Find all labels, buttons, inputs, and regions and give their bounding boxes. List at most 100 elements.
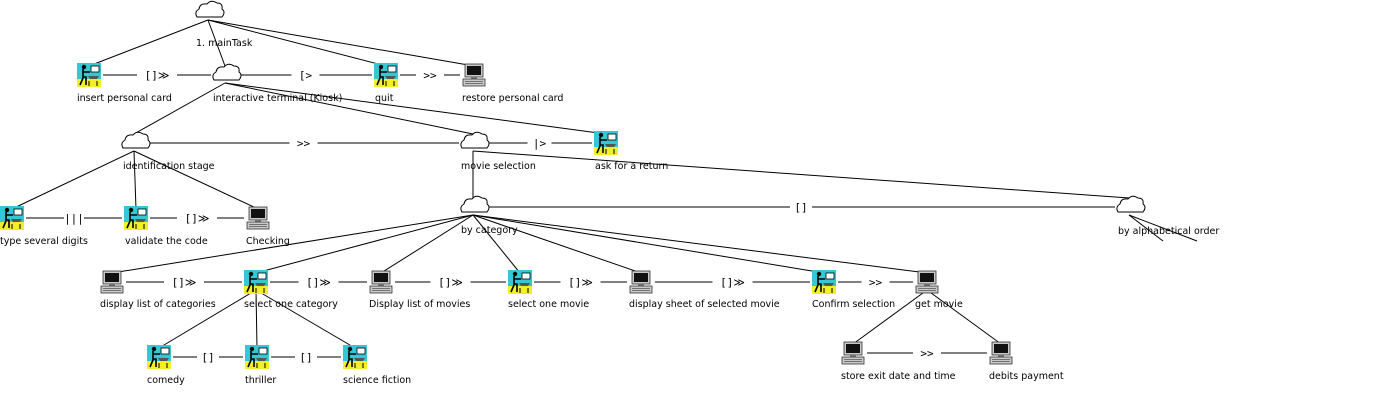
task-label: by alphabetical order <box>1118 226 1219 237</box>
hierarchy-line <box>472 214 825 274</box>
task-label: display sheet of selected movie <box>629 299 780 310</box>
task-ask-return: ask for a return <box>594 131 668 172</box>
cloud-icon <box>1116 195 1146 213</box>
task-checking: Checking <box>246 206 290 247</box>
user-interaction-icon <box>508 270 532 294</box>
task-nodes: 1. mainTask insert personal card interacti… <box>0 0 1219 386</box>
task-label: Confirm selection <box>812 299 895 310</box>
cloud-icon <box>460 131 490 149</box>
task-label: get movie <box>915 299 963 310</box>
task-type-digits: type several digits <box>0 206 88 247</box>
task-label: identification stage <box>123 161 215 172</box>
task-label: quit <box>375 93 394 104</box>
computer-application-icon <box>369 270 393 294</box>
task-label: by category <box>461 225 518 236</box>
hierarchy-line <box>255 214 474 274</box>
computer-application-icon <box>100 270 124 294</box>
task-validate-code: validate the code <box>124 206 208 247</box>
computer-application-icon <box>629 270 653 294</box>
computer-application-icon <box>462 63 486 87</box>
task-scifi: science fiction <box>343 345 411 386</box>
operator-symbol: []≫ <box>438 276 463 289</box>
user-interaction-icon <box>812 270 836 294</box>
task-movie-selection: movie selection <box>460 131 536 172</box>
task-identification: identification stage <box>121 131 215 172</box>
task-restore-card: restore personal card <box>462 63 563 104</box>
hierarchy-line <box>472 150 1130 199</box>
user-interaction-icon <box>244 270 268 294</box>
hierarchy-line <box>1128 214 1164 242</box>
cloud-icon <box>460 195 490 213</box>
operator-symbol: [> <box>299 69 313 82</box>
hierarchy-line <box>207 19 475 67</box>
task-confirm: Confirm selection <box>812 270 895 310</box>
operator-symbol: [] <box>794 201 807 214</box>
hierarchy-line <box>255 289 356 349</box>
hierarchy-links <box>11 19 1198 349</box>
user-interaction-icon <box>245 345 269 369</box>
task-label: type several digits <box>0 236 88 247</box>
operator-symbol: >> <box>869 276 883 289</box>
computer-application-icon <box>915 270 939 294</box>
user-interaction-icon <box>124 206 148 230</box>
hierarchy-line <box>255 289 258 349</box>
task-label: store exit date and time <box>841 371 956 382</box>
operator-symbol: []≫ <box>720 276 745 289</box>
task-debits: debits payment <box>989 341 1064 382</box>
task-label: select one movie <box>508 299 589 310</box>
task-display-categories: display list of categories <box>100 270 216 310</box>
hierarchy-line <box>11 150 135 210</box>
operator-symbol: >> <box>920 347 934 360</box>
hierarchy-line <box>224 82 474 135</box>
task-label: Checking <box>246 236 290 247</box>
cloud-icon <box>212 63 242 81</box>
task-label: validate the code <box>125 236 208 247</box>
hierarchy-line <box>111 214 474 274</box>
operator-symbol: >> <box>423 69 437 82</box>
task-thriller: thriller <box>245 345 276 386</box>
hierarchy-line <box>472 214 521 274</box>
hierarchy-line <box>133 150 259 210</box>
computer-application-icon <box>841 341 865 365</box>
task-insert-card: insert personal card <box>77 63 172 104</box>
operator-symbol: []≫ <box>306 276 331 289</box>
user-interaction-icon <box>594 131 618 155</box>
task-comedy: comedy <box>147 345 185 386</box>
operator-symbol: []≫ <box>172 276 197 289</box>
hierarchy-line <box>472 214 928 274</box>
hierarchy-line <box>472 214 642 274</box>
task-label: Display list of movies <box>369 299 470 310</box>
task-label: select one category <box>244 299 338 310</box>
task-display-movies: Display list of movies <box>369 270 470 310</box>
operator-symbol: >> <box>297 137 311 150</box>
operator-symbol: []≫ <box>145 69 170 82</box>
task-get-movie: get movie <box>915 270 963 310</box>
task-label: movie selection <box>461 161 536 172</box>
hierarchy-line <box>207 19 226 67</box>
task-select-movie: select one movie <box>508 270 589 310</box>
task-by-alpha: by alphabetical order <box>1116 195 1219 237</box>
task-by-category: by category <box>460 195 518 236</box>
operator-symbol: []≫ <box>185 212 210 225</box>
task-label: 1. mainTask <box>196 38 253 49</box>
hierarchy-line <box>133 82 226 135</box>
hierarchy-line <box>380 214 474 274</box>
hierarchy-line <box>852 289 928 345</box>
task-label: science fiction <box>343 375 411 386</box>
task-label: restore personal card <box>462 93 563 104</box>
operator-symbol: ||| <box>64 212 84 225</box>
task-label: debits payment <box>989 371 1064 382</box>
task-label: ask for a return <box>595 161 668 172</box>
hierarchy-line <box>133 150 137 210</box>
user-interaction-icon <box>343 345 367 369</box>
task-label: interactive terminal (Kiosk) <box>213 93 342 104</box>
operator-symbol: |> <box>533 137 547 150</box>
operator-symbol: []≫ <box>568 276 593 289</box>
task-main: 1. mainTask <box>195 0 253 49</box>
task-store-exit: store exit date and time <box>841 341 956 382</box>
task-label: comedy <box>147 375 185 386</box>
user-interaction-icon <box>147 345 171 369</box>
task-label: display list of categories <box>100 299 216 310</box>
user-interaction-icon <box>374 63 398 87</box>
